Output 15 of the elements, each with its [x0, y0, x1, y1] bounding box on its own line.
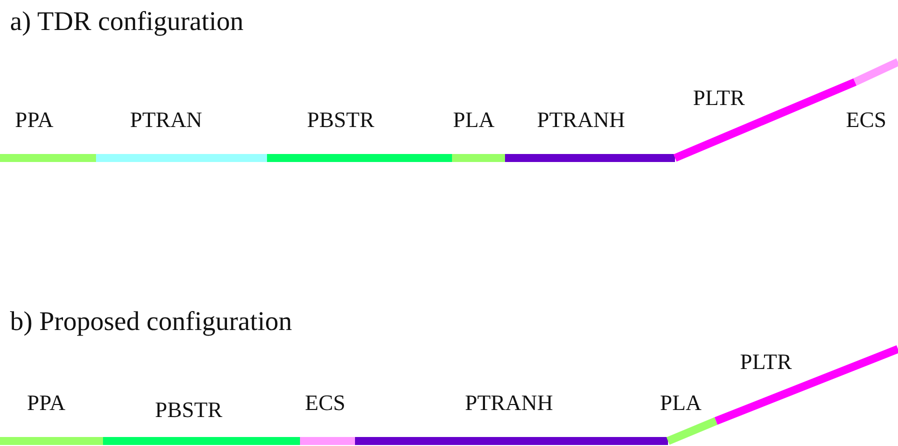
- segment-label: PTRANH: [465, 391, 554, 415]
- segment-label: PLA: [453, 108, 495, 132]
- segment-label: PLTR: [693, 86, 745, 110]
- segment-label: PPA: [27, 391, 66, 415]
- section-heading: b) Proposed configuration: [10, 306, 292, 336]
- section-heading: a) TDR configuration: [10, 6, 244, 36]
- segment-label: ECS: [846, 108, 886, 132]
- segment-label: PTRAN: [130, 108, 202, 132]
- segment-label: ECS: [305, 391, 346, 415]
- segment-label: PLA: [660, 391, 702, 415]
- segment-label: PPA: [15, 108, 54, 132]
- segment-label: PLTR: [740, 350, 792, 374]
- segment-label: PBSTR: [155, 398, 222, 422]
- segment-label: PBSTR: [307, 108, 374, 132]
- segment-label: PTRANH: [537, 108, 626, 132]
